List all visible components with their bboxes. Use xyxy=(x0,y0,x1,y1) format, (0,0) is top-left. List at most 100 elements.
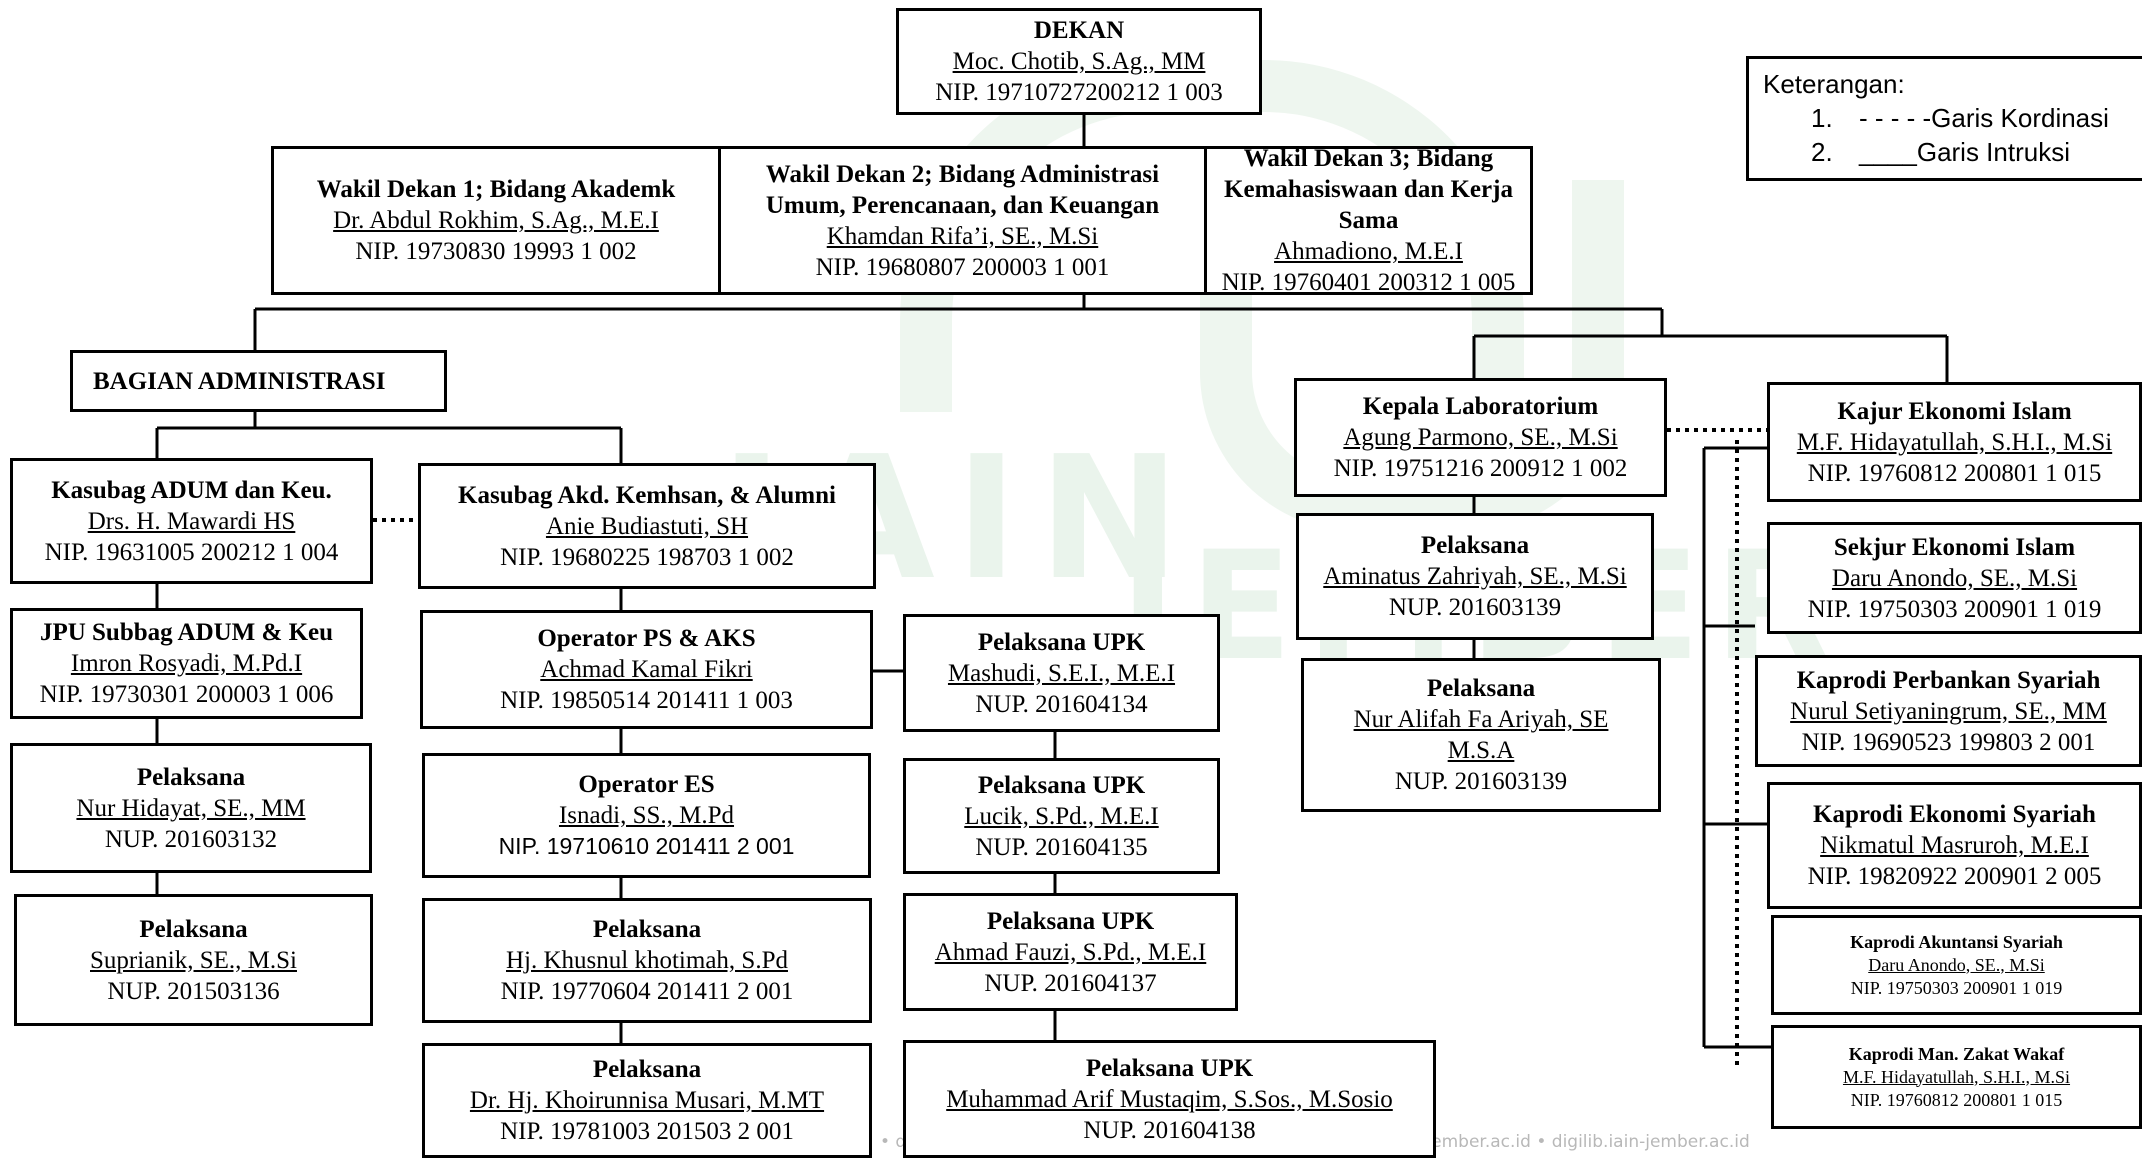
pelaksana-upk-name: Muhammad Arif Mustaqim, S.Sos., M.Sosio xyxy=(946,1085,1393,1113)
pelaksana-name-line2: M.S.A xyxy=(1447,737,1515,764)
pelaksana-aminatus-box: Pelaksana Aminatus Zahriyah, SE., M.Si N… xyxy=(1296,513,1654,640)
pelaksana-upk-title: Pelaksana UPK xyxy=(977,771,1146,799)
pelaksana-nur-hidayat-box: Pelaksana Nur Hidayat, SE., MM NUP. 2016… xyxy=(10,743,372,873)
pelaksana-upk-fauzi-box: Pelaksana UPK Ahmad Fauzi, S.Pd., M.E.I … xyxy=(903,893,1238,1011)
pelaksana-upk-id: NUP. 201604135 xyxy=(975,833,1148,861)
pelaksana-title: Pelaksana xyxy=(1420,532,1530,559)
kasubag-adum-id: NIP. 19631005 200212 1 004 xyxy=(44,538,339,566)
pelaksana-upk-id: NUP. 201604134 xyxy=(975,690,1148,718)
pelaksana-id: NIP. 19781003 201503 2 001 xyxy=(500,1118,794,1145)
pelaksana-name: Dr. Hj. Khoirunnisa Musari, M.MT xyxy=(469,1087,825,1114)
pelaksana-id: NUP. 201503136 xyxy=(107,977,280,1005)
jpu-subbag-box: JPU Subbag ADUM & Keu Imron Rosyadi, M.P… xyxy=(10,608,363,719)
pelaksana-title: Pelaksana xyxy=(592,916,702,943)
kaprodi-ekonomi-syariah-box: Kaprodi Ekonomi Syariah Nikmatul Masruro… xyxy=(1767,782,2142,909)
kaprodi-id: NIP. 19820922 200901 2 005 xyxy=(1807,863,2102,890)
dekan-box: DEKAN Moc. Chotib, S.Ag., MM NIP. 197107… xyxy=(896,8,1262,115)
sekjur-ekonomi-islam-box: Sekjur Ekonomi Islam Daru Anondo, SE., M… xyxy=(1767,522,2142,634)
pelaksana-nur-alifah-box: Pelaksana Nur Alifah Fa Ariyah, SE M.S.A… xyxy=(1301,658,1661,812)
pelaksana-upk-title: Pelaksana UPK xyxy=(977,628,1146,656)
wakil-dekan-1-id: NIP. 19730830 19993 1 002 xyxy=(355,238,637,265)
bagian-administrasi-title: BAGIAN ADMINISTRASI xyxy=(93,367,386,395)
pelaksana-upk-arif-box: Pelaksana UPK Muhammad Arif Mustaqim, S.… xyxy=(903,1040,1436,1158)
kepala-laboratorium-name: Agung Parmono, SE., M.Si xyxy=(1343,424,1618,451)
pelaksana-id: NIP. 19770604 201411 2 001 xyxy=(500,978,794,1005)
pelaksana-id: NUP. 201603139 xyxy=(1394,768,1568,795)
kaprodi-title: Kaprodi Ekonomi Syariah xyxy=(1813,801,2096,828)
kaprodi-name: M.F. Hidayatullah, S.H.I., M.Si xyxy=(1842,1066,2071,1087)
pelaksana-title: Pelaksana xyxy=(1426,675,1536,702)
operator-ps-aks-id: NIP. 19850514 201411 1 003 xyxy=(500,687,793,714)
wakil-dekan-3-id: NIP. 19760401 200312 1 005 xyxy=(1221,269,1516,296)
kaprodi-title: Kaprodi Man. Zakat Wakaf xyxy=(1848,1043,2065,1064)
kepala-laboratorium-id: NIP. 19751216 200912 1 002 xyxy=(1333,455,1628,482)
pelaksana-khoirunnisa-box: Pelaksana Dr. Hj. Khoirunnisa Musari, M.… xyxy=(422,1043,872,1158)
kepala-laboratorium-box: Kepala Laboratorium Agung Parmono, SE., … xyxy=(1294,378,1667,497)
kaprodi-name: Nurul Setiyaningrum, SE., MM xyxy=(1790,697,2107,725)
kepala-laboratorium-title: Kepala Laboratorium xyxy=(1362,393,1599,420)
wakil-dekan-1: Wakil Dekan 1; Bidang Akademk Dr. Abdul … xyxy=(274,149,721,292)
kaprodi-id: NIP. 19690523 199803 2 001 xyxy=(1801,728,2096,756)
pelaksana-upk-name: Mashudi, S.E.I., M.E.I xyxy=(947,659,1176,687)
kaprodi-name: Daru Anondo, SE., M.Si xyxy=(1868,954,2045,975)
pelaksana-title: Pelaksana xyxy=(136,763,246,791)
wakil-dekan-1-title: Wakil Dekan 1; Bidang Akademk xyxy=(316,176,676,203)
instruction-lines xyxy=(155,113,1949,1049)
wakil-dekan-2-title: Wakil Dekan 2; Bidang Administrasi Umum,… xyxy=(765,160,1160,219)
kaprodi-id: NIP. 19760812 200801 1 015 xyxy=(1850,1089,2063,1110)
operator-ps-aks-name: Achmad Kamal Fikri xyxy=(540,656,753,683)
coordination-lines xyxy=(373,428,1767,1070)
legend-box: Keterangan: 1. - - - - -Garis Kordinasi … xyxy=(1746,56,2142,181)
sekjur-title: Sekjur Ekonomi Islam xyxy=(1833,533,2076,561)
sekjur-name: Daru Anondo, SE., M.Si xyxy=(1831,564,2078,592)
pelaksana-upk-title: Pelaksana UPK xyxy=(986,907,1155,935)
pelaksana-id: NUP. 201603139 xyxy=(1388,594,1562,621)
pelaksana-upk-title: Pelaksana UPK xyxy=(1085,1054,1254,1082)
pelaksana-khusnul-box: Pelaksana Hj. Khusnul khotimah, S.Pd NIP… xyxy=(422,898,872,1023)
dekan-title: DEKAN xyxy=(1033,17,1125,44)
legend-item-coordination: 1. - - - - -Garis Kordinasi xyxy=(1763,101,2134,135)
operator-es-title: Operator ES xyxy=(578,771,715,798)
pelaksana-upk-lucik-box: Pelaksana UPK Lucik, S.Pd., M.E.I NUP. 2… xyxy=(903,758,1220,874)
kaprodi-id: NIP. 19750303 200901 1 019 xyxy=(1850,977,2063,998)
kajur-name: M.F. Hidayatullah, S.H.I., M.Si xyxy=(1796,428,2113,456)
kaprodi-name: Nikmatul Masruroh, M.E.I xyxy=(1820,832,2089,859)
jpu-subbag-name: Imron Rosyadi, M.Pd.I xyxy=(70,650,303,677)
dekan-id: NIP. 19710727200212 1 003 xyxy=(935,79,1223,106)
wakil-dekan-3: Wakil Dekan 3; Bidang Kemahasiswaan dan … xyxy=(1207,145,1530,296)
wakil-dekan-2: Wakil Dekan 2; Bidang Administrasi Umum,… xyxy=(721,149,1207,292)
kasubag-akd-box: Kasubag Akd. Kemhsan, & Alumni Anie Budi… xyxy=(418,463,876,589)
legend-item-text: - - - - -Garis Kordinasi xyxy=(1859,103,2109,133)
operator-ps-aks-box: Operator PS & AKS Achmad Kamal Fikri NIP… xyxy=(420,610,873,729)
bagian-administrasi-box: BAGIAN ADMINISTRASI xyxy=(70,350,447,412)
pelaksana-name: Nur Hidayat, SE., MM xyxy=(76,794,306,822)
pelaksana-title: Pelaksana xyxy=(592,1056,702,1083)
wakil-dekan-1-name: Dr. Abdul Rokhim, S.Ag., M.E.I xyxy=(333,207,659,234)
kaprodi-title: Kaprodi Perbankan Syariah xyxy=(1796,666,2101,694)
wakil-dekan-3-title: Wakil Dekan 3; Bidang Kemahasiswaan dan … xyxy=(1224,145,1513,234)
pelaksana-upk-name: Lucik, S.Pd., M.E.I xyxy=(964,802,1159,830)
pelaksana-name: Aminatus Zahriyah, SE., M.Si xyxy=(1323,563,1627,590)
pelaksana-upk-mashudi-box: Pelaksana UPK Mashudi, S.E.I., M.E.I NUP… xyxy=(903,614,1220,732)
pelaksana-upk-id: NUP. 201604138 xyxy=(1083,1116,1256,1144)
kasubag-adum-name: Drs. H. Mawardi HS xyxy=(87,507,296,535)
legend-item-text: ____Garis Intruksi xyxy=(1859,137,2070,167)
operator-ps-aks-title: Operator PS & AKS xyxy=(537,625,756,652)
kajur-id: NIP. 19760812 200801 1 015 xyxy=(1807,459,2102,487)
pelaksana-name: Nur Alifah Fa Ariyah, SE xyxy=(1353,706,1609,733)
legend-item-instruction: 2. ____Garis Intruksi xyxy=(1763,135,2134,169)
legend-item-number: 1. xyxy=(1811,103,1833,133)
pelaksana-upk-name: Ahmad Fauzi, S.Pd., M.E.I xyxy=(934,938,1207,966)
pelaksana-id: NUP. 201603132 xyxy=(104,825,278,853)
wakil-dekan-2-id: NIP. 19680807 200003 1 001 xyxy=(815,253,1110,281)
pelaksana-upk-id: NUP. 201604137 xyxy=(984,969,1157,997)
operator-es-box: Operator ES Isnadi, SS., M.Pd NIP. 19710… xyxy=(422,753,871,878)
wakil-dekan-3-name: Ahmadiono, M.E.I xyxy=(1274,238,1463,265)
kaprodi-title: Kaprodi Akuntansi Syariah xyxy=(1850,931,2063,952)
jpu-subbag-id: NIP. 19730301 200003 1 006 xyxy=(39,681,334,708)
kaprodi-zakat-wakaf-box: Kaprodi Man. Zakat Wakaf M.F. Hidayatull… xyxy=(1771,1025,2142,1129)
legend-item-number: 2. xyxy=(1811,137,1833,167)
kasubag-akd-title: Kasubag Akd. Kemhsan, & Alumni xyxy=(458,481,836,509)
pelaksana-suprianik-box: Pelaksana Suprianik, SE., M.Si NUP. 2015… xyxy=(14,894,373,1026)
jpu-subbag-title: JPU Subbag ADUM & Keu xyxy=(39,619,334,646)
